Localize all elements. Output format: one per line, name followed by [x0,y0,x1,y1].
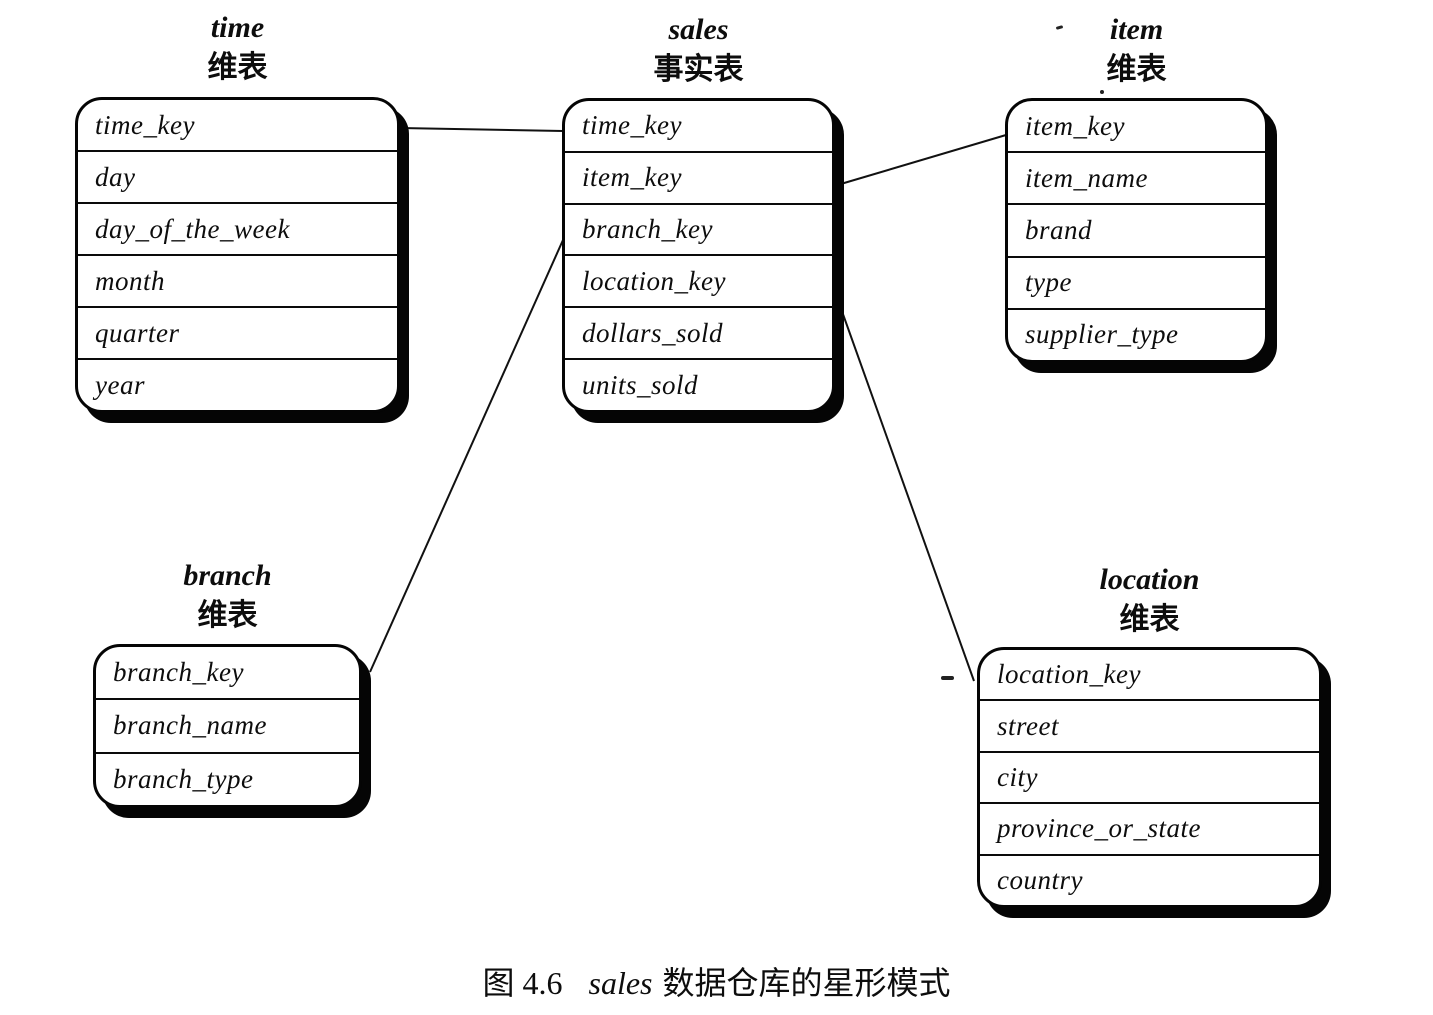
branch-table-header: branch 维表 [93,556,362,636]
sales-table: time_key item_key branch_key location_ke… [562,98,835,413]
item-table-header: item 维表 [1005,10,1268,90]
time-table: time_key day day_of_the_week month quart… [75,97,400,413]
field-row: street [980,699,1319,750]
field-row: supplier_type [1008,307,1265,360]
field-row: province_or_state [980,802,1319,853]
field-label: quarter [95,317,180,348]
field-row: branch_key [96,647,359,698]
field-label: item_key [582,162,682,193]
location-table-header: location 维表 [977,560,1322,640]
field-label: time_key [95,109,195,140]
field-label: branch_key [113,657,244,688]
field-label: type [1025,267,1072,298]
field-row: day_of_the_week [78,202,397,254]
branch-table-name: branch [183,559,272,592]
item-table: item_key item_name brand type supplier_t… [1005,98,1268,363]
field-row: type [1008,255,1265,308]
field-label: dollars_sold [582,317,724,348]
item-table-kind-label: 维表 [1106,53,1167,86]
field-label: year [95,369,145,400]
field-row: item_name [1008,151,1265,203]
location-table-kind-label: 维表 [1119,603,1180,636]
field-label: country [997,864,1083,895]
field-row: time_key [565,101,832,151]
field-label: location_key [582,265,726,296]
field-row: day [78,150,397,202]
edge-sales-item [833,134,1007,187]
time-table-kind-label: 维表 [207,51,268,84]
field-row: quarter [78,306,397,358]
field-row: branch_type [96,751,359,805]
field-row: location_key [980,650,1319,699]
scan-artifact-speck [1100,90,1104,94]
field-label: branch_key [582,214,713,245]
field-label: day_of_the_week [95,213,290,244]
field-label: item_name [1025,162,1148,193]
field-label: time_key [582,110,682,141]
field-row: branch_key [565,202,832,255]
sales-table-name: sales [668,13,729,46]
field-row: dollars_sold [565,306,832,358]
field-row: brand [1008,203,1265,255]
field-label: branch_name [113,710,267,741]
edge-sales-location [833,288,975,682]
field-label: month [95,265,165,296]
field-label: city [997,762,1038,793]
caption-table-name: sales [588,965,653,1001]
field-label: location_key [997,659,1141,690]
field-row: item_key [565,150,832,203]
field-row: city [980,750,1319,802]
caption-text: 数据仓库的星形模式 [662,965,951,1001]
location-table-name: location [1099,563,1200,596]
field-row: units_sold [565,358,832,410]
branch-table: branch_key branch_name branch_type [93,644,362,808]
field-row: year [78,358,397,410]
time-table-name: time [210,11,265,44]
location-table: location_key street city province_or_sta… [977,647,1322,908]
field-label: day [95,161,136,192]
field-label: brand [1025,215,1093,245]
field-label: street [997,710,1059,741]
sales-table-kind-label: 事实表 [653,53,744,86]
sales-table-header: sales 事实表 [562,10,835,90]
scan-artifact-dash [941,676,954,680]
field-label: units_sold [582,369,699,400]
caption-figure-number: 图 4.6 [482,965,563,1001]
branch-table-kind-label: 维表 [197,599,258,632]
field-row: time_key [78,100,397,150]
field-row: item_key [1008,101,1265,151]
time-table-header: time 维表 [75,8,400,88]
field-label: branch_type [113,763,254,794]
edge-sales-branch [369,239,564,673]
field-row: month [78,254,397,306]
field-row: country [980,853,1319,905]
edge-time-sales [399,127,564,132]
field-label: supplier_type [1025,319,1179,350]
item-table-name: item [1109,13,1164,46]
field-row: location_key [565,254,832,306]
field-label: item_key [1025,110,1125,141]
field-row: branch_name [96,698,359,751]
field-label: province_or_state [997,813,1201,844]
